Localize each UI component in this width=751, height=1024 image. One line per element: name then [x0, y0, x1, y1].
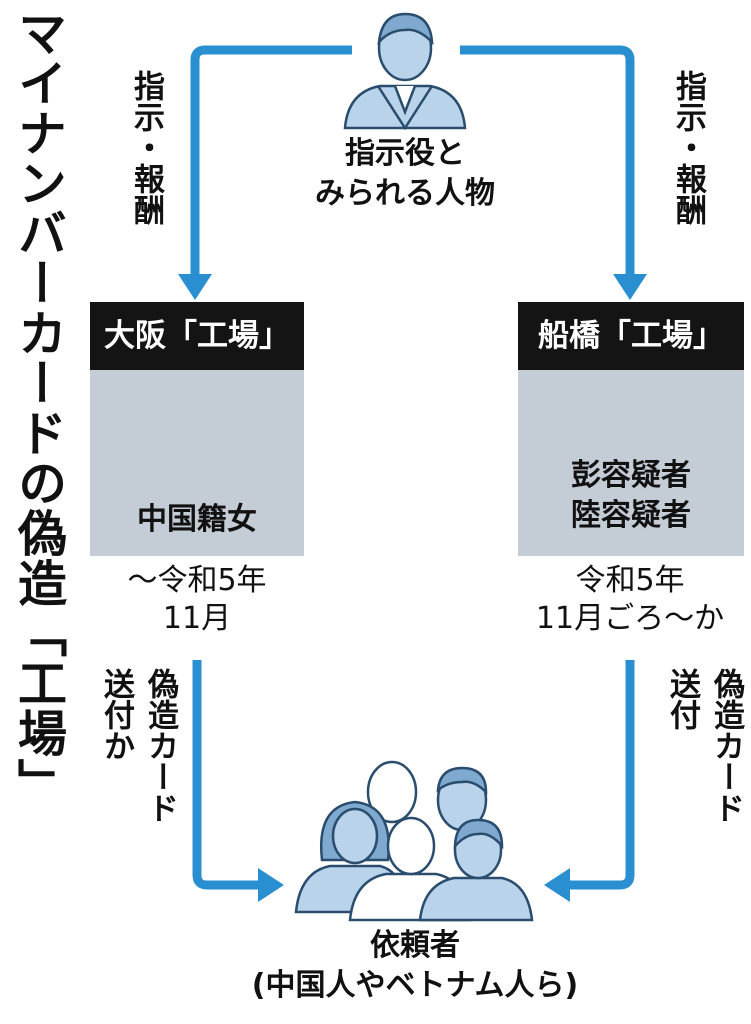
requesters-line2: (中国人やベトナム人ら) [251, 968, 579, 1003]
requesters-label: 依頼者 (中国人やベトナム人ら) [190, 926, 640, 1006]
arrow-bottom-right [566, 660, 635, 890]
funabashi-factory: 船橋「工場」 彭容疑者 陸容疑者 [518, 302, 744, 556]
send-right-line2: 送付 [664, 668, 700, 730]
arrowhead-top-left [178, 274, 212, 300]
top-person-label: 指示役と みられる人物 [300, 134, 510, 214]
send-left-label: 偽造カード 送付か [84, 668, 180, 868]
osaka-factory: 大阪「工場」 中国籍女 [90, 302, 304, 556]
requesters-line1: 依頼者 [370, 928, 460, 963]
arrow-top-right [460, 45, 635, 282]
top-person-line1: 指示役と [345, 136, 465, 171]
top-person-line2: みられる人物 [315, 176, 495, 211]
arrowhead-bottom-left [258, 868, 284, 902]
osaka-period-line2: 11月 [162, 601, 232, 636]
osaka-person-label: 中国籍女 [137, 502, 257, 537]
requester-group-icon [294, 760, 534, 922]
funabashi-panel: 彭容疑者 陸容疑者 [518, 370, 744, 556]
arrowhead-bottom-right [544, 868, 570, 902]
send-left-line2: 送付か [98, 668, 134, 761]
instruction-left-label: 指示・報酬 [128, 70, 164, 225]
send-right-line1: 偽造カード [708, 668, 744, 823]
funabashi-period: 令和5年 11月ごろ～か [510, 562, 750, 638]
send-left-line1: 偽造カード [142, 668, 178, 823]
arrowhead-top-right [613, 274, 647, 300]
osaka-factory-header: 大阪「工場」 [90, 302, 304, 370]
funabashi-person-line1: 彭容疑者 [571, 458, 691, 493]
osaka-period-line1: ～令和5年 [127, 563, 267, 598]
instruction-right-label: 指示・報酬 [670, 70, 706, 225]
osaka-period: ～令和5年 11月 [90, 562, 304, 638]
funabashi-person-line2: 陸容疑者 [571, 498, 691, 533]
send-right-label: 偽造カード 送付 [650, 668, 746, 868]
diagram-title: マイナンバーカードの偽造「工場」 [10, 8, 67, 808]
funabashi-person-label: 彭容疑者 陸容疑者 [518, 456, 744, 536]
funabashi-period-line2: 11月ごろ～か [535, 601, 725, 636]
osaka-panel: 中国籍女 [90, 370, 304, 556]
arrow-bottom-left [192, 660, 262, 890]
top-person-icon [343, 12, 467, 131]
funabashi-period-line1: 令和5年 [575, 563, 685, 598]
arrow-top-left [190, 45, 352, 282]
funabashi-factory-header: 船橋「工場」 [518, 302, 744, 370]
